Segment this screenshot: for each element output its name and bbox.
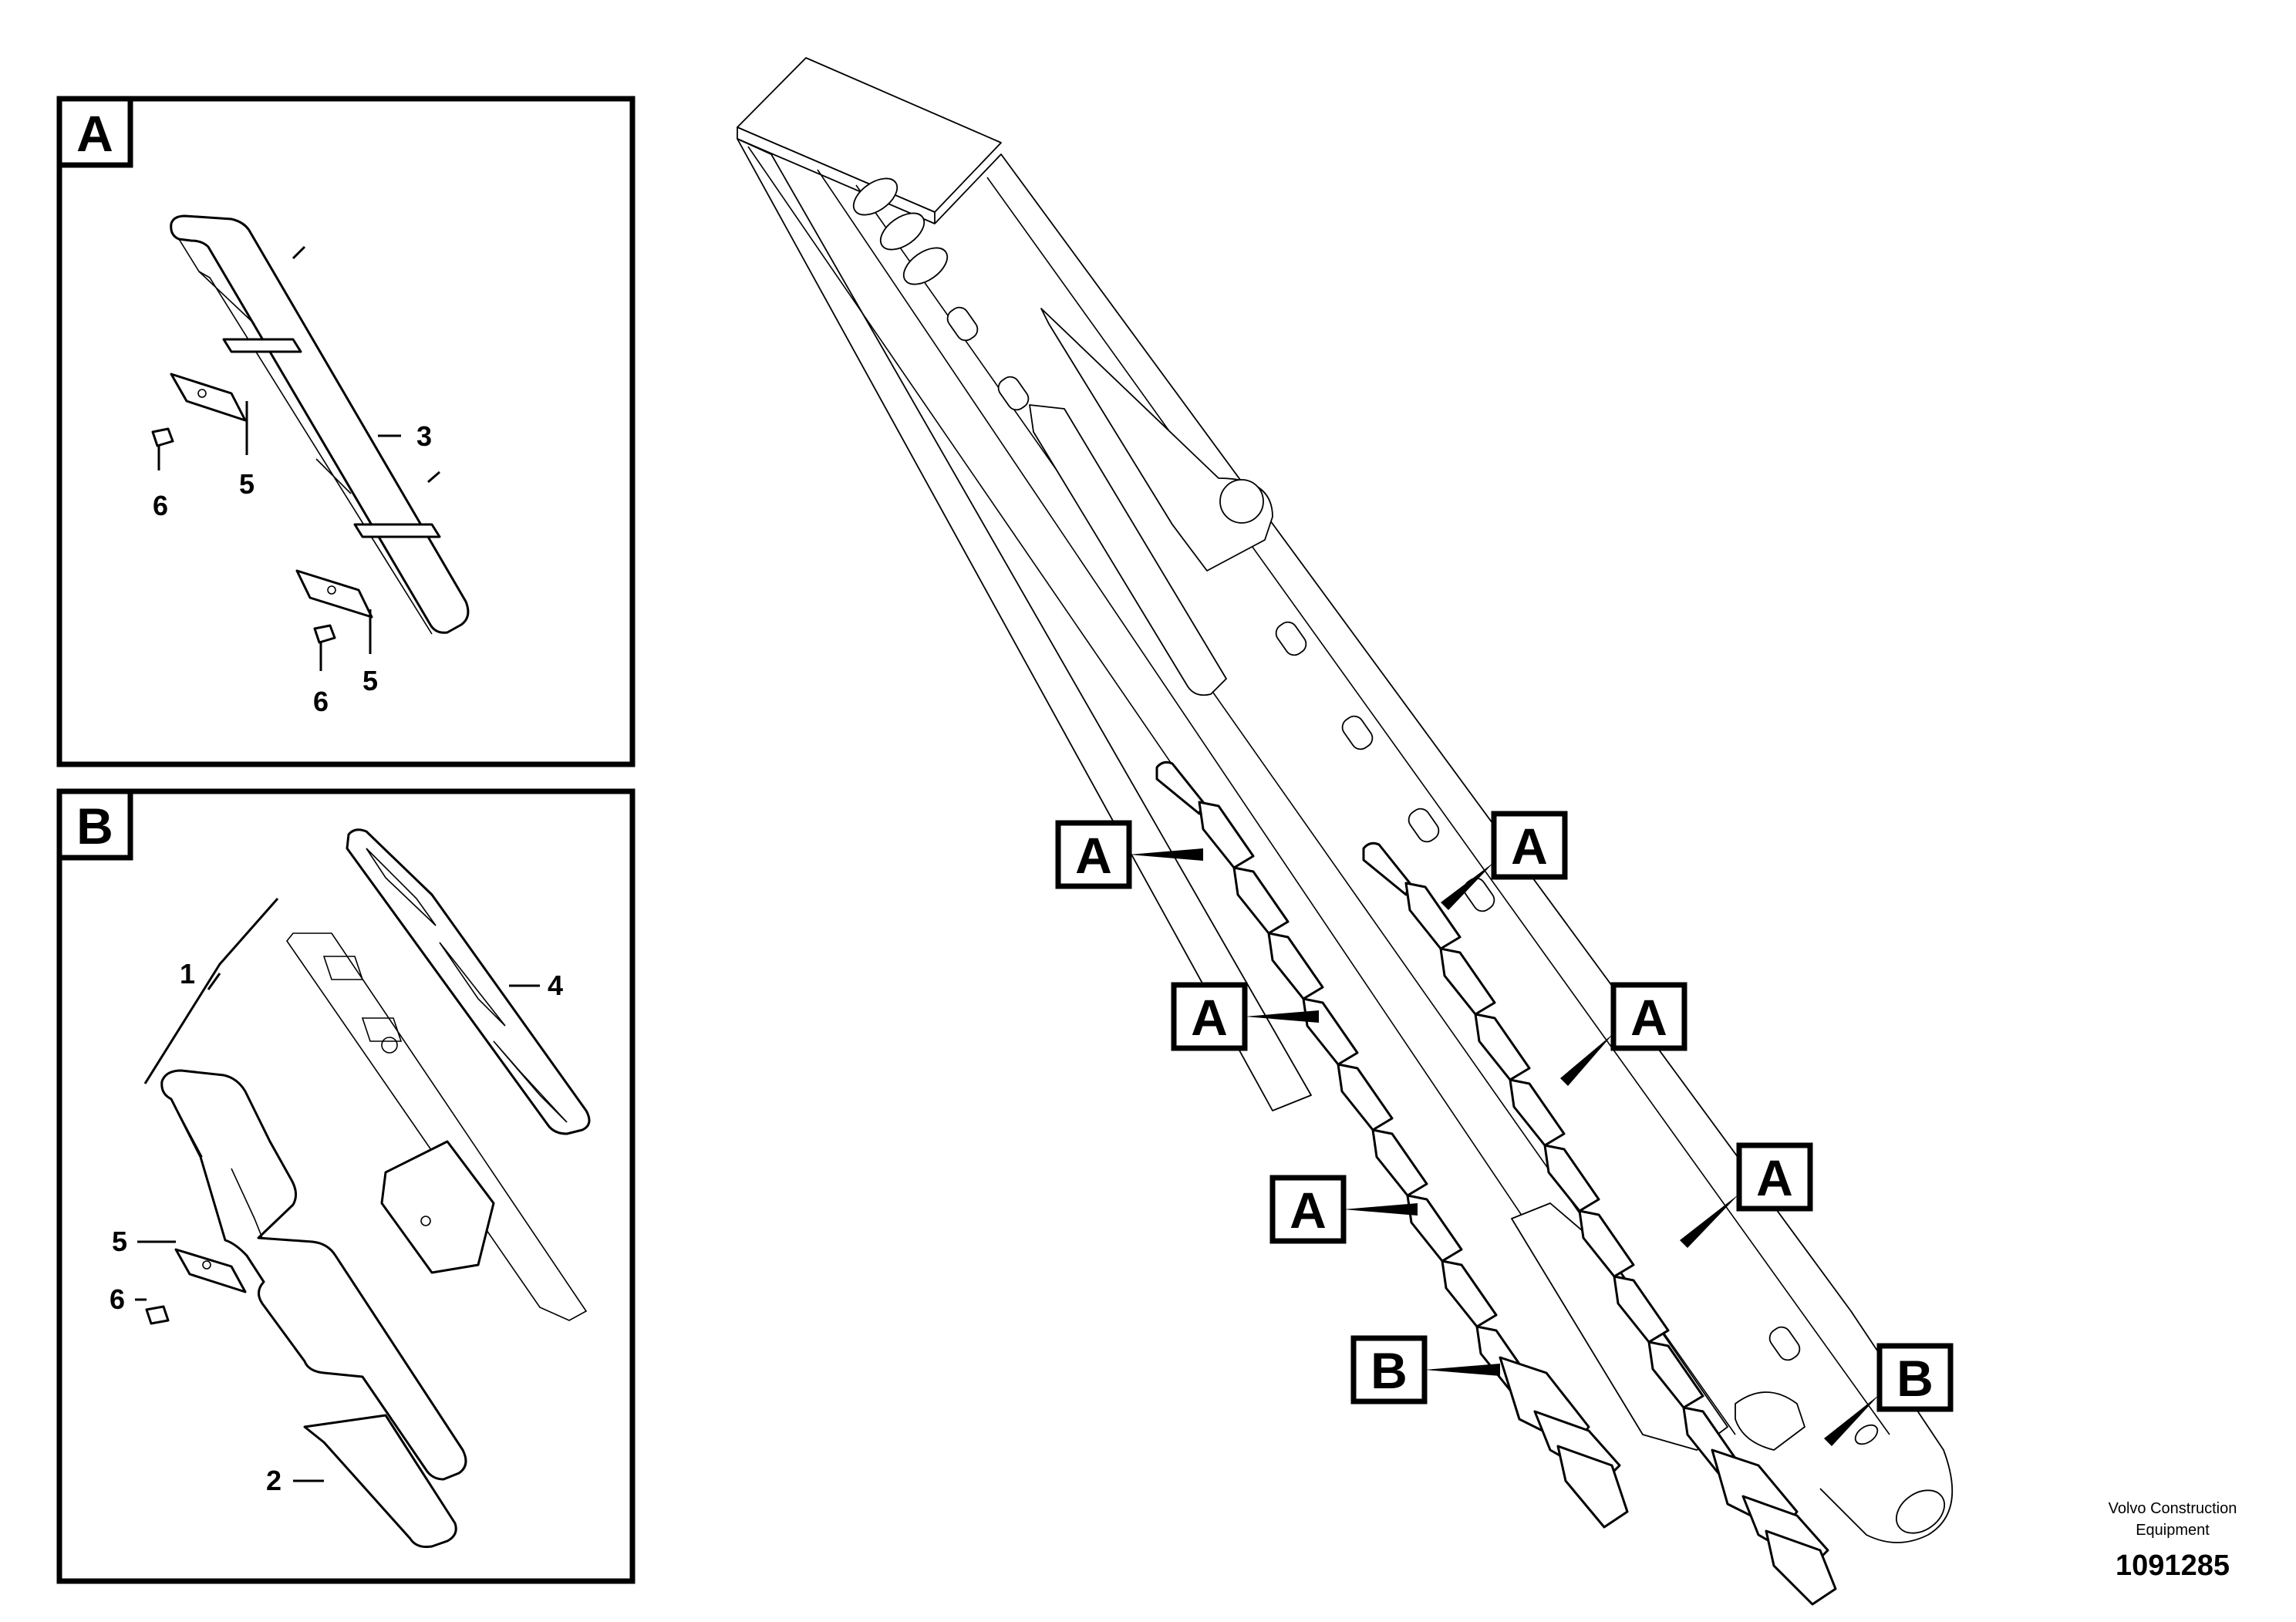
tag-a-4: A <box>1630 989 1667 1046</box>
tread-part-4 <box>346 828 591 1135</box>
step-row-left <box>1155 760 1629 1529</box>
screw-part-6-upper <box>151 427 174 447</box>
footer: Volvo Construction Equipment 1091285 <box>2109 1500 2237 1582</box>
detail-b-panel: B <box>56 788 636 1584</box>
detail-a-tag-box <box>56 96 133 168</box>
plate-part-5-b <box>174 1248 247 1293</box>
tag-b-2: B <box>1896 1350 1934 1407</box>
detail-a-tag: A <box>76 105 113 162</box>
callout-6-upper: 6 <box>153 490 168 521</box>
callout-6-b: 6 <box>110 1283 125 1315</box>
brand-line-1: Volvo Construction <box>2109 1500 2237 1517</box>
drawing-number: 1091285 <box>2116 1549 2230 1582</box>
callout-2: 2 <box>266 1465 282 1496</box>
callout-5-lower: 5 <box>362 665 378 696</box>
tag-a-2: A <box>1511 818 1548 875</box>
callout-1: 1 <box>180 958 195 990</box>
plate-part-5-lower <box>295 569 373 619</box>
step-part-2 <box>303 1414 457 1548</box>
callout-5-b: 5 <box>112 1226 127 1257</box>
tag-a-6: A <box>1756 1149 1793 1206</box>
step-part-1 <box>160 1069 467 1481</box>
main-callouts: A A A A A A B B <box>1055 811 1954 1446</box>
screw-part-6-lower <box>313 624 336 644</box>
brand-line-2: Equipment <box>2136 1522 2210 1539</box>
detail-b-tag-box <box>56 788 133 861</box>
screw-part-6-b <box>145 1305 170 1325</box>
plate-part-5-upper <box>170 373 247 422</box>
detail-b-tag: B <box>76 798 113 855</box>
step-row-right <box>1362 841 1837 1606</box>
detail-b-frame <box>56 788 636 1584</box>
tag-a-1: A <box>1075 827 1112 884</box>
tag-a-5: A <box>1290 1182 1327 1239</box>
backing-plate <box>286 932 588 1321</box>
callout-6-lower: 6 <box>313 686 329 717</box>
detail-a-panel: A 3 5 6 5 6 <box>56 96 636 767</box>
callout-4: 4 <box>548 969 563 1001</box>
tag-b-1: B <box>1371 1342 1408 1399</box>
tag-a-3: A <box>1191 989 1228 1046</box>
detail-a-frame <box>56 96 636 767</box>
callout-3: 3 <box>416 420 432 452</box>
step-part-3 <box>170 214 470 635</box>
callout-5-upper: 5 <box>239 468 255 500</box>
boom-assembly <box>737 57 1954 1543</box>
